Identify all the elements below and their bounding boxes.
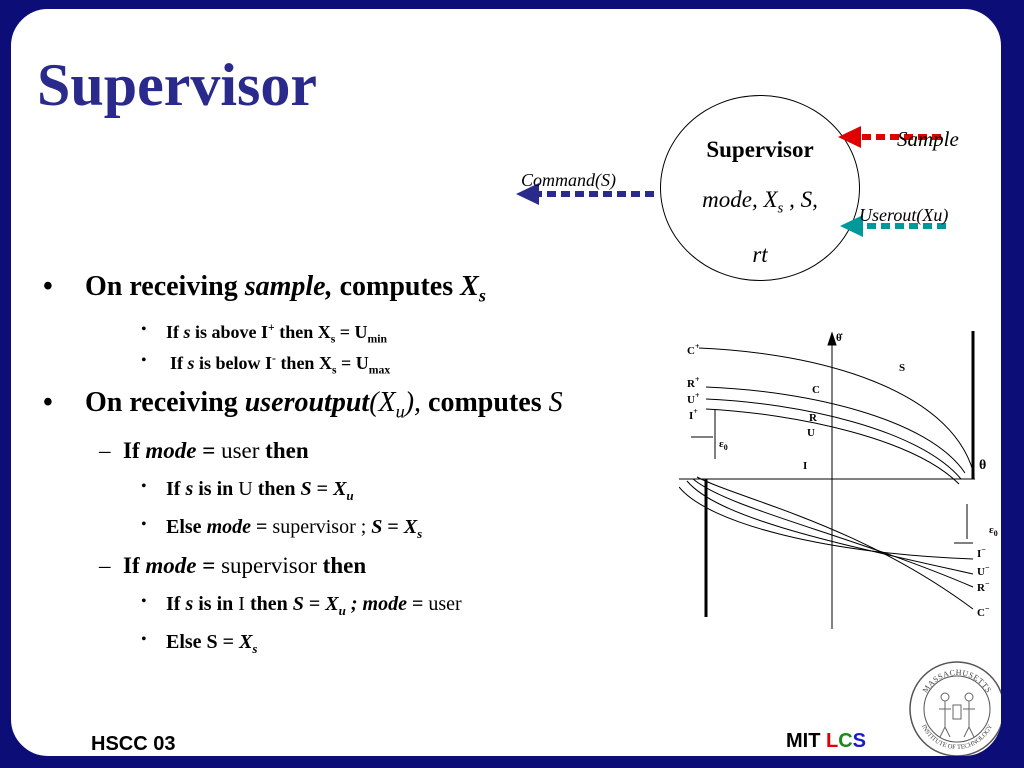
userout-arrow: [840, 215, 946, 237]
r-minus-label: R−: [977, 579, 990, 594]
i-plus-label: I+: [689, 407, 698, 422]
supervisor-vars: mode, Xs , S,: [702, 187, 818, 217]
r-plus-label: R+: [687, 375, 700, 390]
i-minus-label: I−: [977, 545, 986, 560]
slide: Supervisor Supervisor mode, Xs , S, rt C…: [8, 6, 1004, 759]
region-c-label: C: [812, 384, 820, 396]
command-arrow: [516, 183, 654, 205]
region-r-label: R: [809, 412, 818, 424]
curve-u-minus: [692, 478, 974, 588]
thetadot-label: θ̇: [836, 332, 843, 344]
sample-arrow: [838, 126, 941, 148]
slide-title: Supervisor: [37, 52, 318, 118]
curve-r-plus: [705, 386, 966, 474]
supervisor-arrows: [516, 126, 946, 237]
bullet-dot: •: [141, 352, 147, 369]
mit-seal: MASSACHUSETTS INSTITUTE OF TECHNOLOGY: [909, 661, 1001, 756]
phase-plane-diagram: θ̇ θ S C R U I C+ R+ U+ I+ ε0 ε0 I− U− R…: [679, 331, 998, 629]
axis-arrowhead: [827, 331, 837, 346]
bullet-dot: •: [43, 271, 53, 302]
curve-c-plus: [698, 347, 974, 472]
command-label: Command(S): [521, 170, 616, 190]
region-i-label: I: [803, 460, 807, 472]
c-minus-label: C−: [977, 604, 990, 619]
region-s-label: S: [899, 362, 905, 374]
bullet-dot: •: [141, 321, 147, 338]
c-plus-label: C+: [687, 342, 700, 357]
curve-i-plus: [705, 408, 960, 485]
bullet-text: If s is above I+ then Xs = Umin: [166, 321, 388, 346]
curve-r-minus: [686, 480, 974, 575]
u-plus-label: U+: [687, 391, 700, 406]
sample-label: Sample: [897, 127, 959, 151]
curve-u-plus: [705, 398, 962, 480]
bullet-text: On receiving useroutput(Xu), computes S: [85, 387, 563, 422]
supervisor-vars-rt: rt: [752, 242, 768, 267]
bullet-dash: –: [99, 438, 111, 463]
bullet-text: If s is in U then S = Xu: [166, 478, 354, 503]
eps-left-label: ε0: [719, 438, 728, 452]
bullet-text: If s is below I- then Xs = Umax: [170, 352, 391, 377]
curve-c-minus: [679, 486, 974, 560]
bullet-text: If mode = user then: [123, 438, 309, 463]
footer-conference: HSCC 03: [91, 733, 176, 755]
curve-i-minus: [696, 476, 974, 610]
region-u-label: U: [807, 427, 815, 439]
bullet-text: If s is in I then S = Xu ; mode = user: [166, 593, 462, 618]
bullet-dot: •: [141, 516, 147, 533]
bullet-dot: •: [141, 593, 147, 610]
bullet-text: Else mode = supervisor ; S = Xs: [166, 516, 423, 541]
userout-label: Userout(Xu): [859, 205, 949, 225]
bullet-text: On receiving sample, computes Xs: [85, 271, 486, 306]
footer-lab-logo: MIT LCS: [786, 730, 867, 752]
supervisor-circle: [660, 95, 860, 281]
bullet-dot: •: [141, 478, 147, 495]
theta-label: θ: [979, 458, 986, 473]
eps-right-label: ε0: [989, 524, 998, 538]
bullet-text: Else S = Xs: [166, 631, 258, 656]
supervisor-name: Supervisor: [706, 137, 814, 162]
u-minus-label: U−: [977, 563, 990, 578]
bullet-dot: •: [43, 387, 53, 418]
bullet-dash: –: [99, 553, 111, 578]
bullet-text: If mode = supervisor then: [123, 553, 367, 578]
bullet-dot: •: [141, 631, 147, 648]
